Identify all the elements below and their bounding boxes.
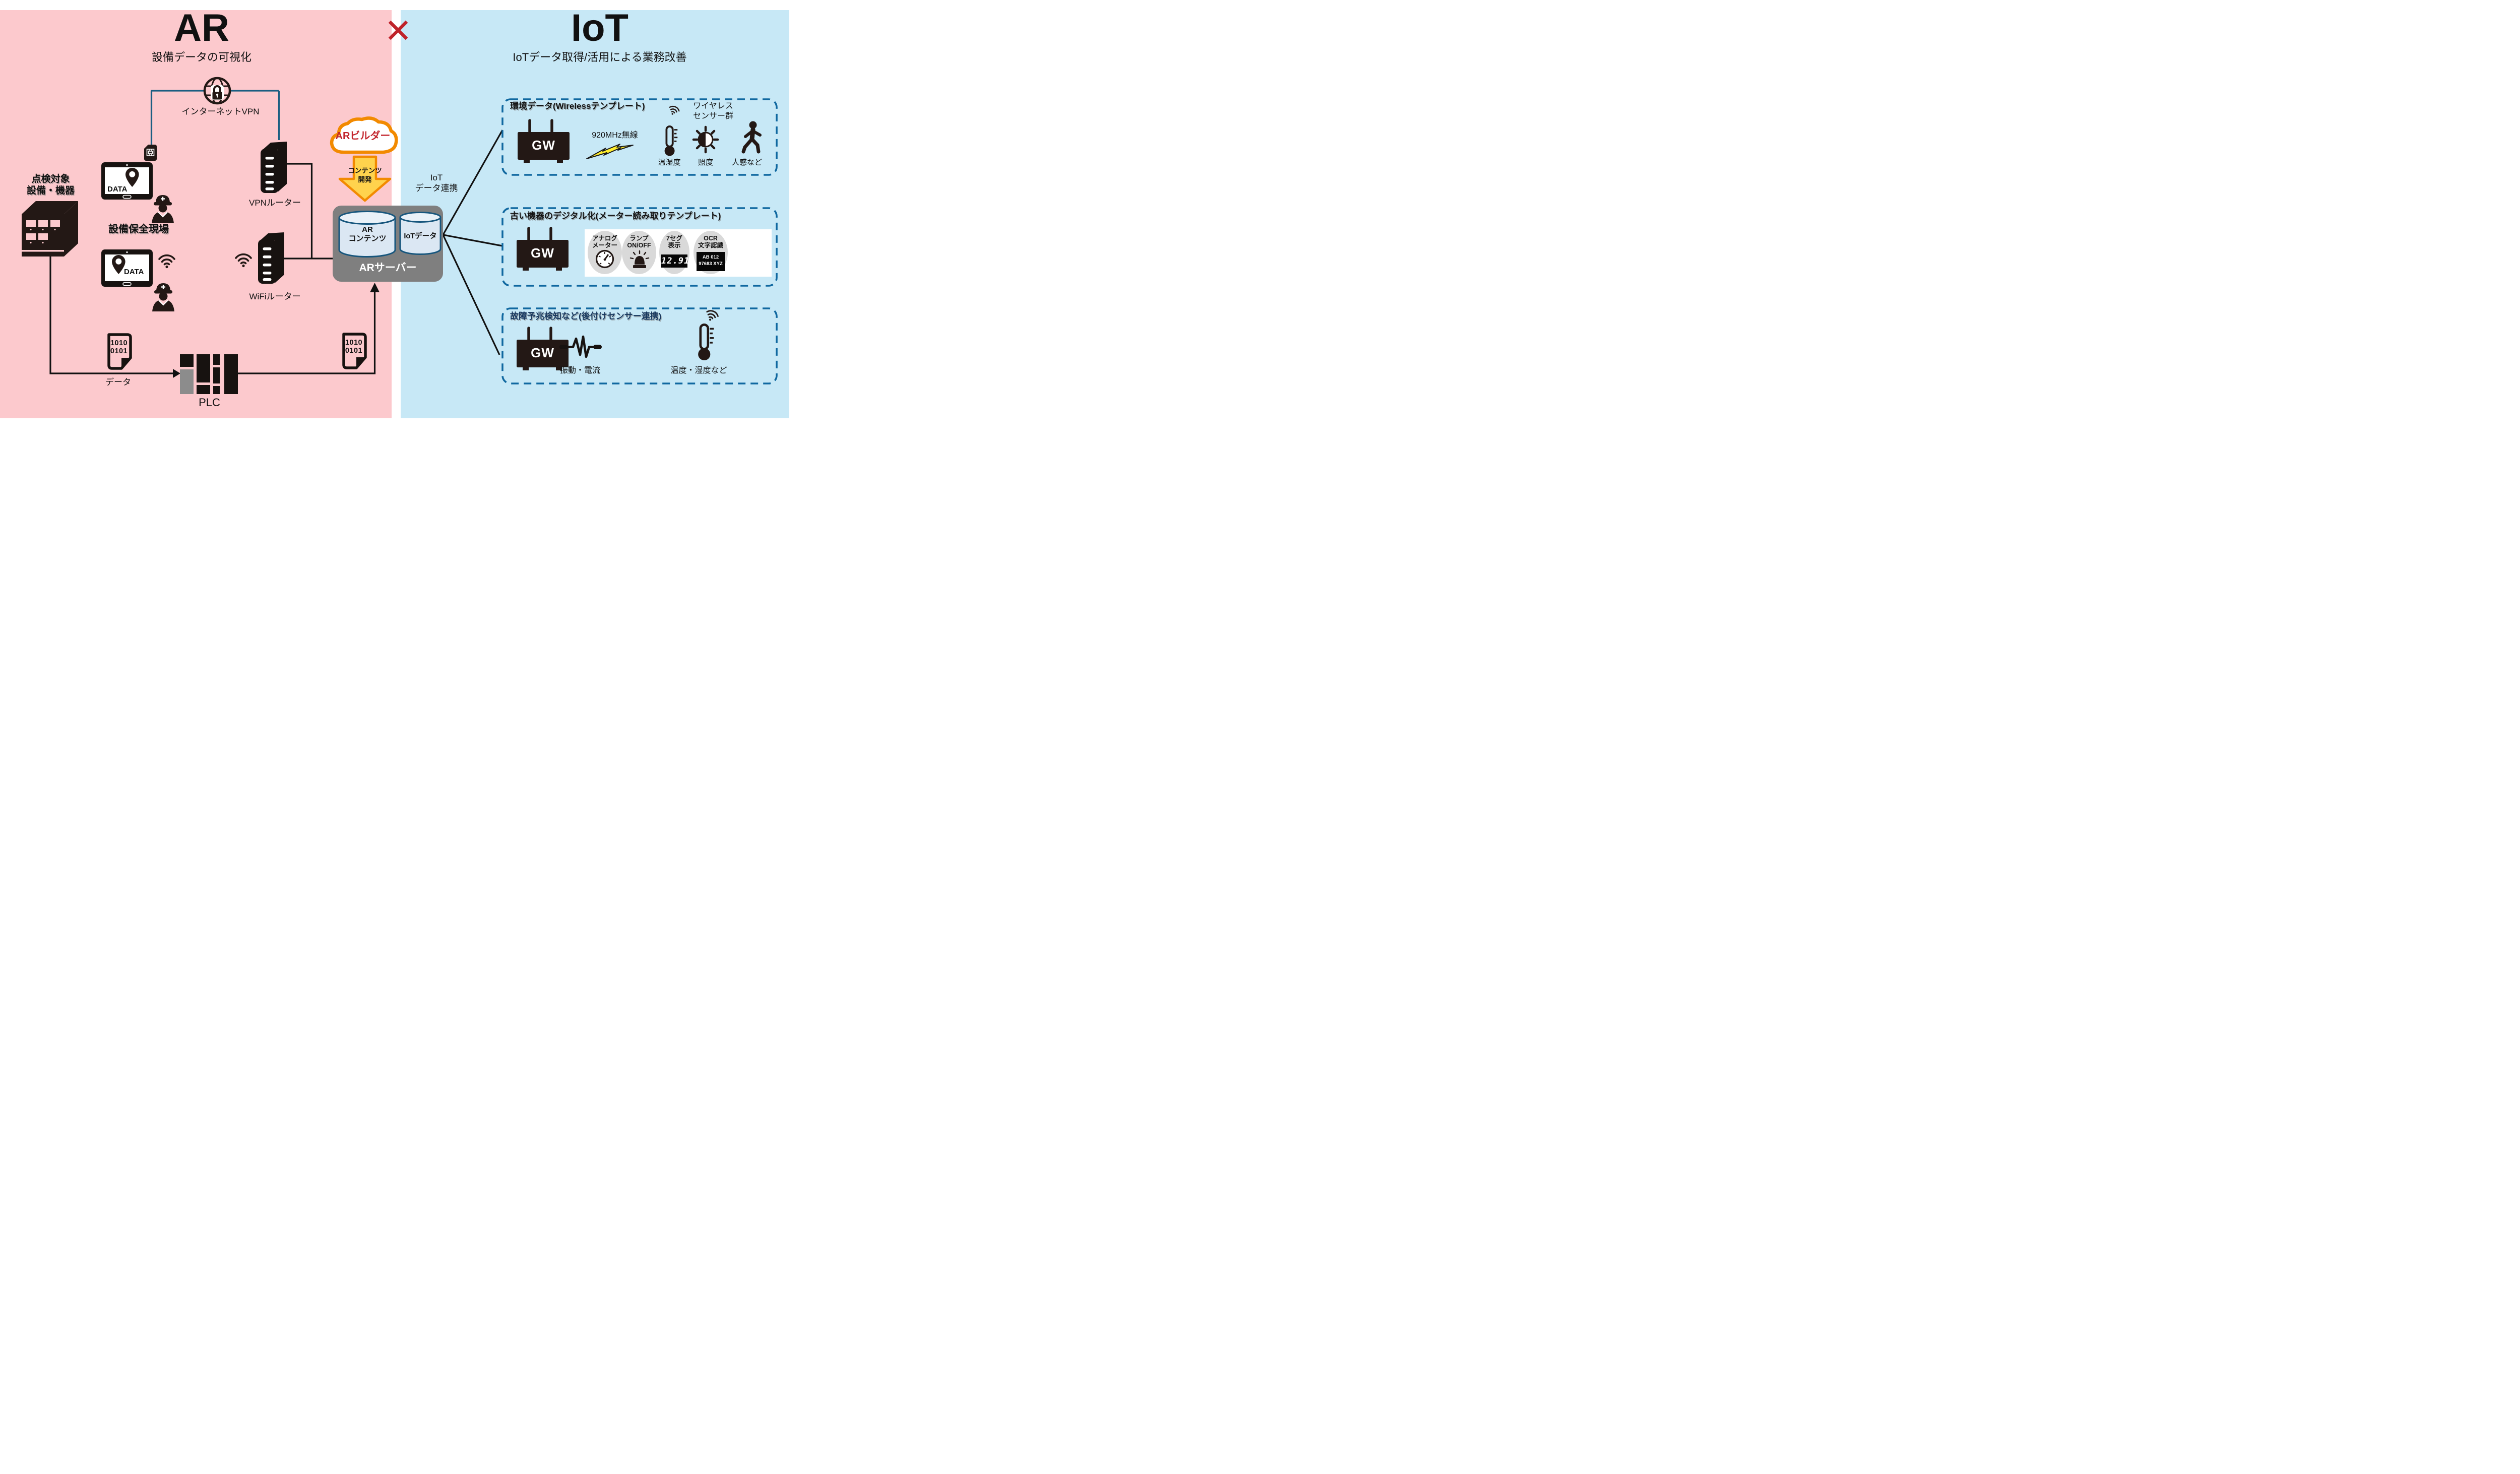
- tablet-1-data-text: DATA: [107, 185, 128, 194]
- cross-multiply-mark: ✕: [384, 12, 412, 49]
- presence-sensor-icon: [743, 121, 760, 152]
- analog-meter-label: アナログ メーター: [592, 235, 617, 249]
- iot-section-subtitle: IoTデータ取得/活用による業務改善: [513, 51, 687, 63]
- ar-section-title: AR: [174, 7, 229, 49]
- vpn-router-icon: [261, 142, 287, 193]
- seven-seg-label: 7セグ 表示: [666, 235, 682, 249]
- gateway-3-label: GW: [531, 345, 554, 360]
- ar-section-subtitle: 設備データの可視化: [151, 51, 251, 63]
- worker-2-icon: [152, 283, 175, 312]
- box1-wireless-group-label: ワイヤレス センサー群: [692, 102, 733, 120]
- box-legacy-digitization: [501, 207, 778, 287]
- plc-icon: [180, 354, 238, 394]
- diagram-canvas: AR 設備データの可視化 ✕ IoT IoTデータ取得/活用による業務改善 イン…: [0, 0, 790, 422]
- 920mhz-radio-label: 920MHz無線: [592, 131, 638, 140]
- binary-doc-2-text: 1010 0101: [345, 339, 363, 355]
- presence-label: 人感など: [731, 158, 762, 167]
- db-ar-content-cylinder: [338, 211, 396, 258]
- temp-humidity-label: 温湿度: [658, 158, 681, 167]
- temp-humidity-etc-label: 温度・湿度など: [670, 366, 727, 375]
- ocr-display: AB 012 97683 XYZ: [697, 252, 725, 271]
- vibration-current-label: 振動・電流: [559, 366, 600, 375]
- db-ar-content-label: AR コンテンツ: [348, 225, 387, 243]
- wifi-router-icon: [258, 232, 284, 284]
- sim-card-icon: [144, 144, 157, 161]
- temp-humidity-sensor-2-icon: [698, 325, 714, 360]
- box1-title: 環境データ(Wirelessテンプレート): [510, 101, 645, 111]
- iot-panel-background: [401, 10, 789, 418]
- internet-vpn-label: インターネットVPN: [181, 107, 260, 116]
- ocr-label: OCR 文字認識: [698, 235, 723, 249]
- inspection-target-label: 点検対象 設備・機器: [26, 174, 75, 197]
- temp-humidity-sensor-icon: [663, 125, 679, 157]
- content-dev-label: コンテンツ 開発: [348, 167, 382, 183]
- illuminance-label: 照度: [698, 158, 713, 167]
- maintenance-site-label: 設備保全現場: [108, 224, 169, 235]
- wifi-router-signal-icon: [235, 253, 252, 268]
- lamp-onoff-label: ランプ ON/OFF: [627, 235, 651, 249]
- content-dev-arrow: [338, 155, 392, 202]
- illuminance-sensor-icon: [694, 127, 718, 152]
- wifi-router-label: WiFiルーター: [249, 292, 301, 301]
- plc-label: PLC: [199, 396, 220, 409]
- equipment-cabinet-icon: [22, 201, 78, 257]
- box2-title: 古い機器のデジタル化(メーター読み取りテンプレート): [510, 211, 721, 221]
- analog-meter-gauge-icon: [595, 249, 614, 269]
- worker-1-icon: [151, 195, 174, 224]
- iot-data-link-label: IoT データ連携: [415, 173, 458, 193]
- arrow-to-server: [370, 283, 380, 292]
- black-connection-lines: [49, 130, 503, 374]
- gateway-2-label: GW: [531, 245, 554, 261]
- 920mhz-lightning-icon: [586, 144, 634, 159]
- internet-vpn-globe-lock-icon: [205, 78, 230, 103]
- box-environment-data: [501, 98, 778, 176]
- tablet-2-wifi-icon: [158, 254, 175, 269]
- box3-title: 故障予兆検知など(後付けセンサー連携): [510, 311, 662, 321]
- gateway-1-label: GW: [532, 138, 555, 153]
- ar-server-label: ARサーバー: [359, 262, 417, 274]
- arrow-to-plc: [173, 369, 180, 378]
- vpn-router-label: VPNルーター: [249, 198, 301, 208]
- data-label: データ: [105, 377, 131, 387]
- iot-section-title: IoT: [571, 7, 628, 49]
- db-iot-data-label: IoTデータ: [404, 232, 437, 240]
- db-iot-data-cylinder: [399, 212, 442, 255]
- box-failure-prediction: [501, 307, 778, 384]
- tablet-2-data-text: DATA: [124, 268, 144, 276]
- ar-builder-label: ARビルダー: [335, 131, 391, 142]
- vpn-connection-lines: [150, 90, 280, 145]
- seven-seg-display: 12.91: [661, 254, 689, 268]
- binary-doc-1-text: 1010 0101: [110, 339, 128, 356]
